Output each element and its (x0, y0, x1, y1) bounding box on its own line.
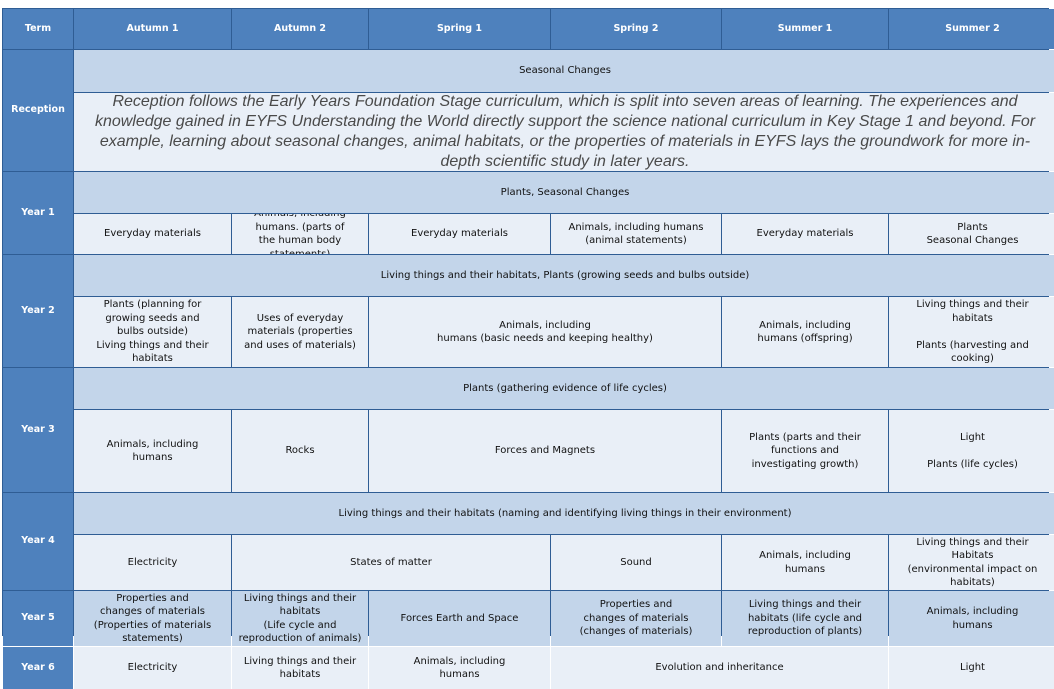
year1-spring1: Everyday materials (369, 214, 550, 254)
year1-spring2: Animals, including humans (animal statem… (551, 214, 721, 254)
row-label-year2: Year 2 (3, 255, 73, 367)
year1-autumn2: Animals, including humans. (parts of the… (232, 214, 368, 254)
year5-summer2: Animals, including humans (889, 591, 1054, 646)
year4-autumn2-spring1: States of matter (232, 535, 550, 590)
header-autumn-1: Autumn 1 (74, 9, 231, 49)
year4-band: Living things and their habitats (naming… (74, 493, 1054, 534)
header-term: Term (3, 9, 73, 49)
row-label-year4: Year 4 (3, 493, 73, 590)
row-label-year5: Year 5 (3, 591, 73, 646)
header-autumn-2: Autumn 2 (232, 9, 368, 49)
year2-summer1: Animals, including humans (offspring) (722, 297, 888, 367)
year5-spring2: Properties and changes of materials (cha… (551, 591, 721, 646)
year2-band: Living things and their habitats, Plants… (74, 255, 1054, 296)
curriculum-table: Term Autumn 1 Autumn 2 Spring 1 Spring 2… (2, 8, 1054, 689)
year5-autumn2: Living things and their habitats (Life c… (232, 591, 368, 646)
year6-spring2-summer1: Evolution and inheritance (551, 647, 888, 689)
row-label-year3: Year 3 (3, 368, 73, 492)
year3-autumn1: Animals, including humans (74, 410, 231, 492)
header-summer-1: Summer 1 (722, 9, 888, 49)
year4-summer1: Animals, including humans (722, 535, 888, 590)
year2-summer2: Living things and their habitats Plants … (889, 297, 1054, 367)
year3-band: Plants (gathering evidence of life cycle… (74, 368, 1054, 409)
header-spring-2: Spring 2 (551, 9, 721, 49)
year6-spring1: Animals, including humans (369, 647, 550, 689)
year4-summer2: Living things and their Habitats (enviro… (889, 535, 1054, 590)
year1-autumn1: Everyday materials (74, 214, 231, 254)
year6-autumn1: Electricity (74, 647, 231, 689)
year4-autumn1: Electricity (74, 535, 231, 590)
year5-spring1: Forces Earth and Space (369, 591, 550, 646)
year2-autumn2: Uses of everyday materials (properties a… (232, 297, 368, 367)
year3-summer1: Plants (parts and their functions and in… (722, 410, 888, 492)
header-spring-1: Spring 1 (369, 9, 550, 49)
year1-summer2: Plants Seasonal Changes (889, 214, 1054, 254)
year6-autumn2: Living things and their habitats (232, 647, 368, 689)
year2-spring1: Animals, including humans (basic needs a… (369, 297, 721, 367)
year1-band: Plants, Seasonal Changes (74, 172, 1054, 213)
reception-band: Seasonal Changes (74, 50, 1054, 92)
year4-spring2: Sound (551, 535, 721, 590)
reception-intro-text: Reception follows the Early Years Founda… (74, 93, 1054, 171)
year3-spring: Forces and Magnets (369, 410, 721, 492)
row-label-year1: Year 1 (3, 172, 73, 254)
year1-summer1: Everyday materials (722, 214, 888, 254)
year3-summer2: Light Plants (life cycles) (889, 410, 1054, 492)
header-summer-2: Summer 2 (889, 9, 1054, 49)
year3-autumn2: Rocks (232, 410, 368, 492)
year5-summer1: Living things and their habitats (life c… (722, 591, 888, 646)
row-label-year6: Year 6 (3, 647, 73, 689)
year5-autumn1: Properties and changes of materials (Pro… (74, 591, 231, 646)
year2-autumn1: Plants (planning for growing seeds and b… (74, 297, 231, 367)
row-label-reception: Reception (3, 50, 73, 171)
year6-summer2: Light (889, 647, 1054, 689)
